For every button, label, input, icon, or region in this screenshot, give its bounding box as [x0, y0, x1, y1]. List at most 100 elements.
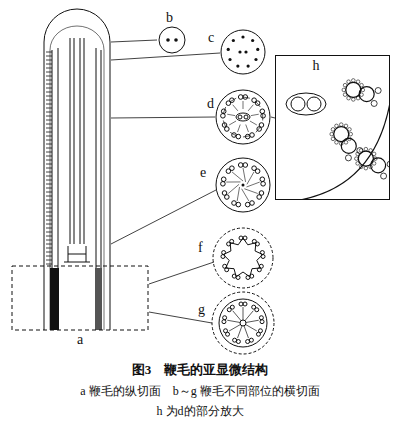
section-c [221, 30, 265, 74]
stroke [243, 97, 250, 98]
central-tubule [84, 38, 85, 244]
stroke [356, 96, 360, 100]
doublet-line [58, 48, 59, 268]
stroke [347, 96, 351, 100]
stroke [291, 97, 305, 111]
stroke [364, 166, 368, 170]
arm-tick [46, 180, 52, 181]
stroke [251, 114, 259, 115]
stroke [348, 137, 352, 141]
stroke [243, 307, 244, 320]
leader-line [111, 53, 220, 60]
arm-tick [46, 132, 52, 133]
stroke [223, 107, 225, 114]
microtubule [246, 275, 250, 279]
stroke [359, 87, 374, 102]
arm-tick [46, 72, 52, 73]
arm-tick [46, 208, 52, 209]
arm-tick [46, 80, 52, 81]
stroke [228, 58, 231, 61]
stroke [369, 149, 373, 153]
stroke [256, 102, 260, 107]
stroke [247, 64, 250, 67]
dynein-arm [381, 173, 387, 179]
microtubule [238, 163, 243, 168]
microtubule [255, 308, 259, 312]
stroke [242, 184, 245, 187]
section-letter: g [198, 302, 205, 319]
stroke [361, 88, 365, 92]
stroke [242, 189, 249, 201]
stroke [254, 58, 257, 61]
arm-tick [46, 168, 52, 169]
stroke [213, 228, 273, 288]
arm-tick [46, 232, 52, 233]
stroke [233, 311, 241, 321]
stroke [233, 105, 238, 111]
arm-tick [46, 192, 52, 193]
arm-tick [46, 120, 52, 121]
stroke [374, 157, 378, 161]
membrane-arc [300, 90, 389, 199]
section-f [213, 228, 273, 288]
basal-body-box [12, 266, 148, 330]
stroke [344, 124, 348, 128]
stroke [236, 113, 250, 121]
microtubule [260, 177, 265, 182]
microtubule [260, 251, 264, 255]
stroke [230, 132, 236, 135]
arm-tick [46, 252, 52, 253]
microtubule [224, 329, 228, 333]
stroke [371, 158, 386, 173]
arm-tick [46, 164, 52, 165]
microtubule [230, 305, 234, 309]
stroke [238, 326, 242, 338]
dynein-arm [375, 88, 381, 94]
stroke [174, 38, 178, 42]
arm-tick [46, 124, 52, 125]
section-letter: f [198, 240, 203, 257]
arm-tick [46, 116, 52, 117]
stroke [247, 172, 254, 184]
section-letter: e [200, 165, 206, 182]
stroke [229, 325, 240, 332]
stroke [241, 35, 244, 38]
dynein-arm [345, 155, 351, 161]
stroke [237, 187, 239, 201]
arm-tick [46, 104, 52, 105]
stroke [238, 115, 242, 119]
microtubule [230, 166, 235, 171]
section-letter: a [77, 332, 83, 349]
stroke [244, 326, 248, 338]
stroke [355, 157, 359, 161]
stroke [243, 168, 246, 182]
microtubule [259, 316, 263, 320]
arm-tick [46, 112, 52, 113]
arm-tick [46, 88, 52, 89]
arm-tick [46, 264, 52, 265]
stroke [246, 325, 257, 332]
stroke [356, 162, 360, 166]
microtubule [243, 163, 248, 168]
arm-tick [46, 200, 52, 201]
section-letter: b [166, 10, 173, 27]
stroke [243, 136, 250, 137]
arm-tick [46, 144, 52, 145]
microtubule [255, 101, 260, 106]
panel-letter: h [296, 58, 336, 75]
arm-tick [46, 204, 52, 205]
stroke [228, 184, 239, 193]
stroke [335, 141, 339, 145]
stroke [216, 158, 270, 212]
stroke [245, 311, 253, 321]
arm-tick [46, 152, 52, 153]
stroke [227, 48, 230, 51]
central-tubule [74, 38, 75, 244]
microtubule [256, 332, 260, 336]
microtubule [221, 254, 225, 258]
arm-tick [46, 260, 52, 261]
arm-tick [46, 212, 52, 213]
stroke [356, 152, 360, 156]
stroke [330, 132, 334, 136]
arm-tick [46, 244, 52, 245]
